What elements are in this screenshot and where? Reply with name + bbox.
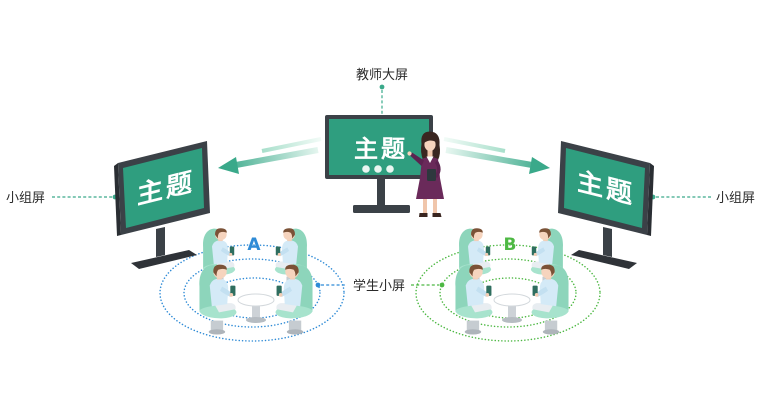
teacher-face xyxy=(424,137,436,152)
teacher-leg-left xyxy=(423,199,427,213)
table-top xyxy=(237,293,275,307)
table-foot xyxy=(246,317,266,323)
teacher-shoe-left xyxy=(419,213,428,217)
arrow-head-icon xyxy=(218,157,239,174)
teacher-shoe-right xyxy=(432,213,442,217)
left-group-screen-label: 小组屏 xyxy=(6,191,45,206)
screen-app-icon xyxy=(374,165,382,173)
teacher-hand xyxy=(407,151,412,156)
arrow-head-icon xyxy=(529,157,550,174)
screen-app-icon xyxy=(362,165,370,173)
table-foot xyxy=(502,317,522,323)
teacher-neck xyxy=(427,150,433,157)
teacher-screen-connector-dot xyxy=(379,84,385,90)
signal-ring-outer xyxy=(159,244,345,342)
screen-app-icon xyxy=(386,165,394,173)
monitor-base xyxy=(353,205,410,213)
teacher-screen-label: 教师大屏 xyxy=(356,67,408,83)
right-group-monitor: 主题 xyxy=(558,141,654,269)
teacher-monitor: 主题 xyxy=(325,115,433,213)
monitor-neck xyxy=(377,178,385,206)
teacher-screen-topic: 主题 xyxy=(354,135,408,163)
left-group-monitor: 主题 xyxy=(114,141,210,269)
table-top xyxy=(493,293,531,307)
group-b: B xyxy=(455,228,569,335)
group-b-rings xyxy=(415,244,601,342)
teacher-fringe xyxy=(424,135,437,143)
monitor-screen xyxy=(123,148,204,228)
right-group-screen-label: 小组屏 xyxy=(716,191,755,206)
monitor-base xyxy=(571,250,637,269)
table-pedestal xyxy=(508,300,516,320)
student-screen-connector-dot-a xyxy=(315,282,321,288)
teacher-leg-right xyxy=(433,199,437,213)
student-screen-label: 学生小屏 xyxy=(353,278,405,294)
arrow-shaft xyxy=(445,147,533,168)
arrow-streak xyxy=(261,137,322,153)
group-b-label: B xyxy=(504,235,517,255)
tablet-icon xyxy=(427,169,436,181)
signal-ring-middle xyxy=(183,258,321,328)
teacher-other-arm xyxy=(434,160,441,178)
arrow-to-right-group-screen xyxy=(443,137,550,174)
teacher-figure xyxy=(407,131,444,217)
student-front-left xyxy=(199,264,237,335)
signal-ring-outer xyxy=(415,244,601,342)
student-screen-connector-dot-b xyxy=(439,282,445,288)
table-pedestal xyxy=(252,300,260,320)
monitor-side-edge xyxy=(647,163,654,236)
group-a: A xyxy=(199,228,313,335)
teacher-pointing-arm xyxy=(410,152,424,166)
arrow-streak xyxy=(443,137,506,153)
student-front-left xyxy=(455,264,493,335)
monitor-base xyxy=(131,250,197,269)
monitor-side-edge xyxy=(114,163,121,236)
monitor-screen xyxy=(564,148,645,228)
arrow-to-left-group-screen xyxy=(218,137,322,174)
arrow-shaft xyxy=(235,147,319,168)
monitor-neck xyxy=(156,227,165,257)
signal-ring-middle xyxy=(439,258,577,328)
group-table xyxy=(493,293,531,323)
group-a-label: A xyxy=(247,235,261,255)
teacher-collar xyxy=(426,156,434,163)
screen-app-icons xyxy=(362,165,394,173)
group-table xyxy=(237,293,275,323)
group-a-rings xyxy=(159,244,345,342)
monitor-neck xyxy=(603,227,612,257)
